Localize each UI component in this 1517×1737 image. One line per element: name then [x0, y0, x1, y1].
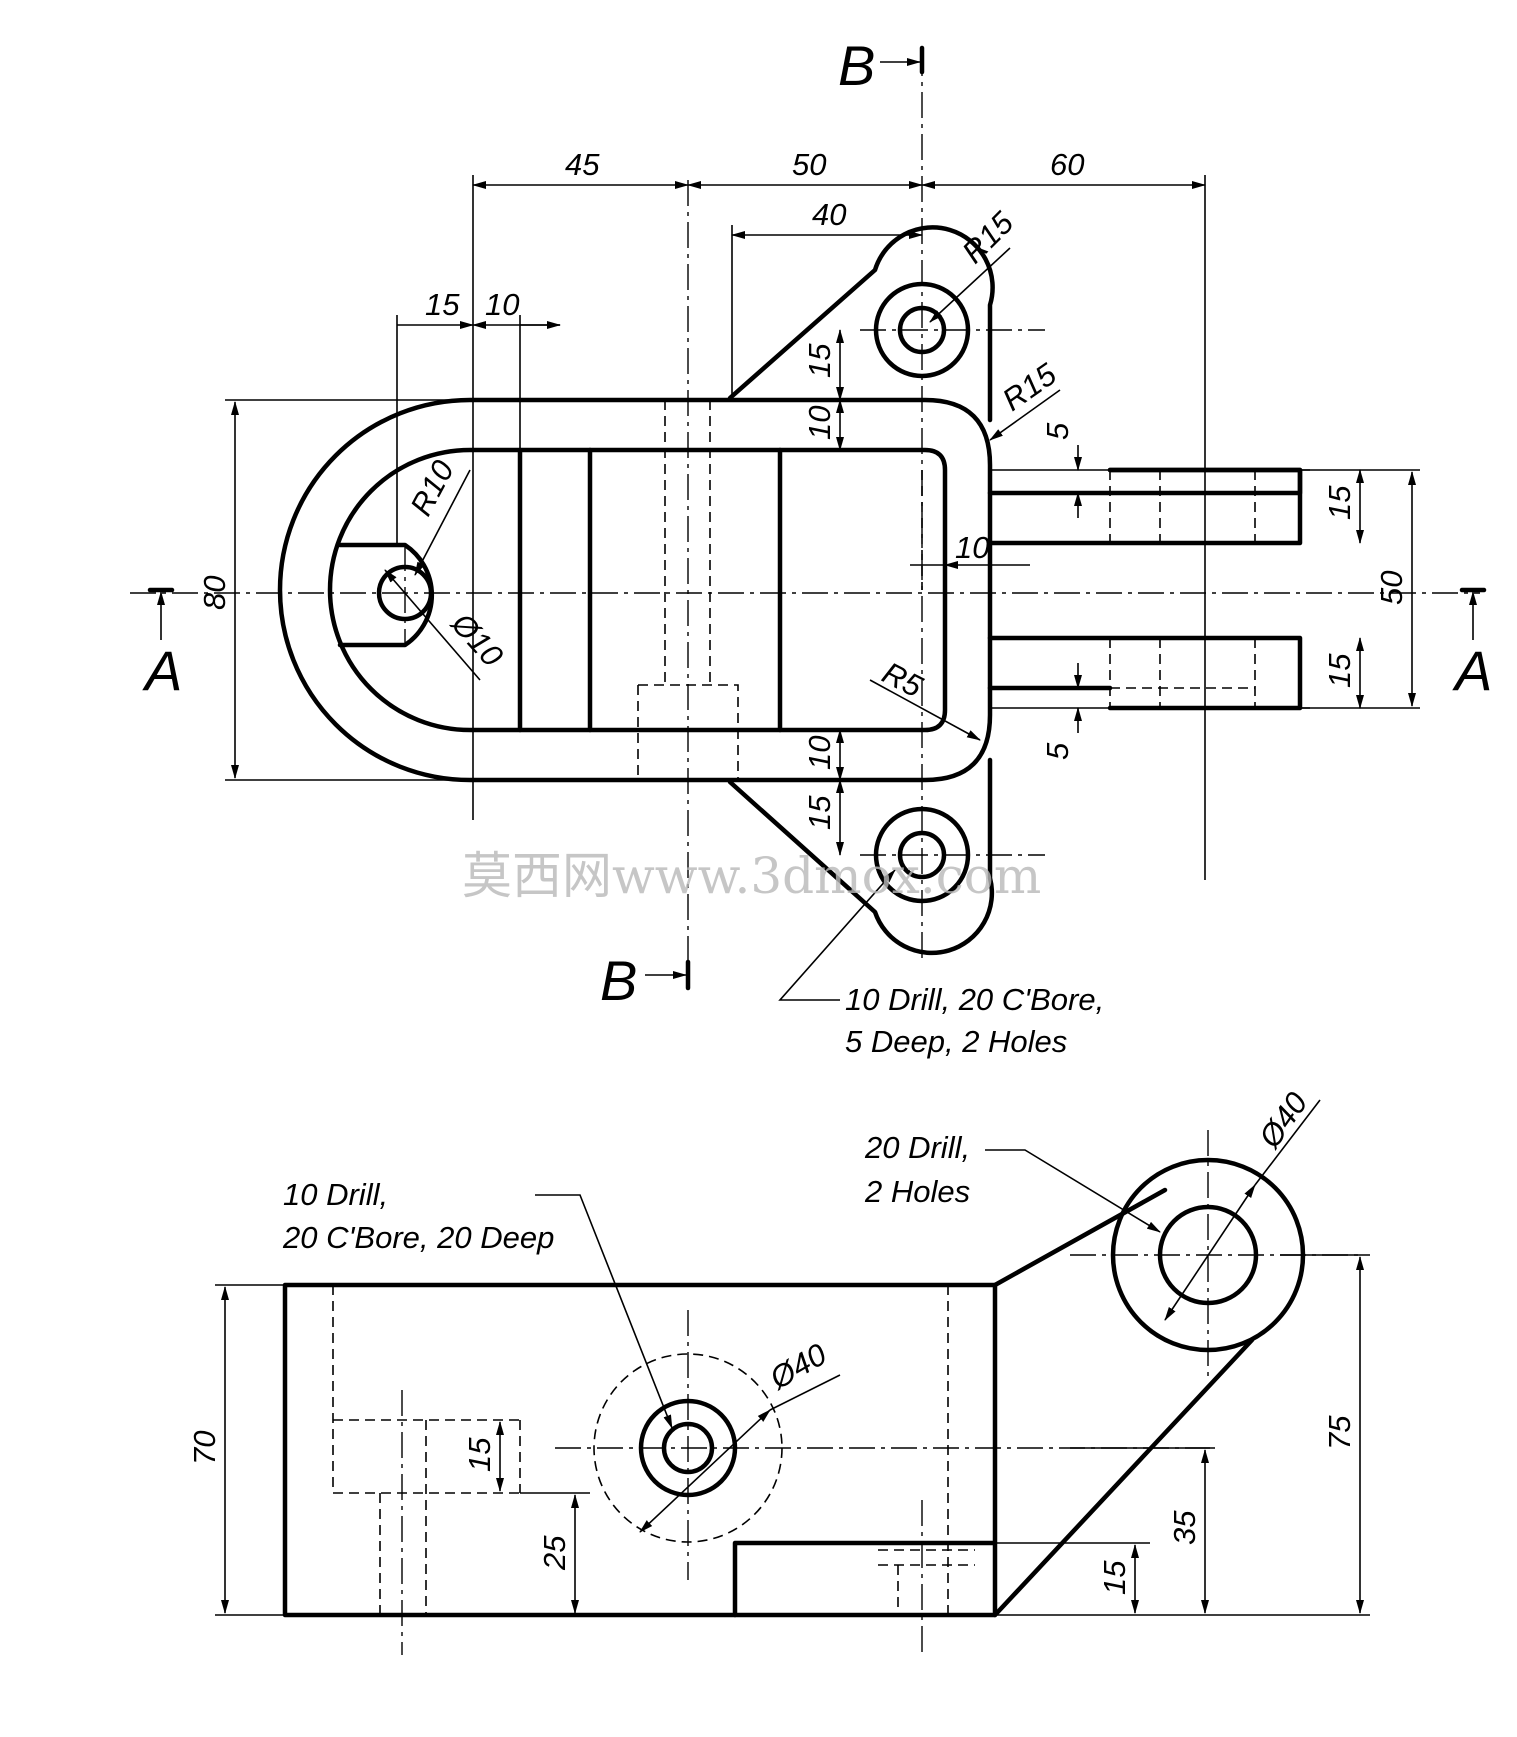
front-view-hidden-lines	[332, 1285, 975, 1615]
dim-10-horizontal: 10	[485, 287, 519, 322]
section-b-top: B	[838, 34, 875, 97]
section-b-bottom: B	[600, 949, 637, 1012]
front-view: 70 15 25 Ø40 Ø40 15 35 75 10 Drill, 20 C…	[187, 1086, 1370, 1655]
dim-r15-lug: R15	[955, 204, 1020, 269]
watermark: 莫西网www.3dmox.com	[462, 847, 1041, 905]
dim-10-wall-top: 10	[802, 406, 837, 440]
dim-45: 45	[565, 147, 600, 182]
top-view-centerlines	[130, 50, 1480, 985]
front-note-right-line2: 2 Holes	[864, 1174, 970, 1209]
dim-15-lug-top: 15	[802, 343, 837, 378]
dim-r15-body: R15	[996, 356, 1063, 418]
top-view-note-line2: 5 Deep, 2 Holes	[845, 1024, 1067, 1059]
section-a-left: A	[142, 639, 182, 702]
front-view-dimension-lines	[215, 1099, 1370, 1616]
dim-50: 50	[792, 147, 826, 182]
dim-60: 60	[1050, 147, 1084, 182]
front-note-left-line2: 20 C'Bore, 20 Deep	[282, 1220, 554, 1255]
front-note-right-line1: 20 Drill,	[864, 1130, 970, 1165]
dim-50-prongs: 50	[1374, 571, 1409, 605]
dim-15-counterbore: 15	[462, 1437, 497, 1472]
dim-15-prong-top: 15	[1322, 485, 1357, 520]
dim-r5: R5	[877, 655, 929, 705]
top-view: 45 50 60 40 15 10 R15 R15 R10 Ø10 R5 80 …	[130, 34, 1492, 1059]
top-view-dimension-text: 45 50 60 40 15 10 R15 R15 R10 Ø10 R5 80 …	[197, 147, 1409, 830]
dim-5-top: 5	[1040, 422, 1075, 440]
dim-15-horizontal: 15	[425, 287, 460, 322]
dim-70: 70	[187, 1431, 222, 1465]
dim-35: 35	[1167, 1510, 1202, 1545]
dim-10-wall-bottom: 10	[802, 736, 837, 770]
dim-15-lug-bottom: 15	[802, 795, 837, 830]
dim-phi40-center: Ø40	[763, 1336, 832, 1396]
dim-40: 40	[812, 197, 846, 232]
section-markers: A A B B	[142, 34, 1492, 1012]
top-view-note-line1: 10 Drill, 20 C'Bore,	[845, 982, 1104, 1017]
dim-75: 75	[1322, 1415, 1357, 1450]
section-a-right: A	[1452, 639, 1492, 702]
dim-25: 25	[537, 1535, 572, 1571]
dim-80: 80	[197, 576, 232, 610]
dim-phi10: Ø10	[444, 606, 510, 674]
dim-15-step: 15	[1097, 1560, 1132, 1595]
front-note-left-line1: 10 Drill,	[283, 1177, 388, 1212]
dim-15-prong-bottom: 15	[1322, 653, 1357, 688]
dim-10-gap: 10	[955, 530, 989, 565]
top-view-hidden-lines	[637, 400, 1256, 780]
dim-5-bottom: 5	[1040, 742, 1075, 760]
top-view-dimension-lines	[225, 175, 1420, 1001]
top-view-outline	[277, 225, 1303, 956]
